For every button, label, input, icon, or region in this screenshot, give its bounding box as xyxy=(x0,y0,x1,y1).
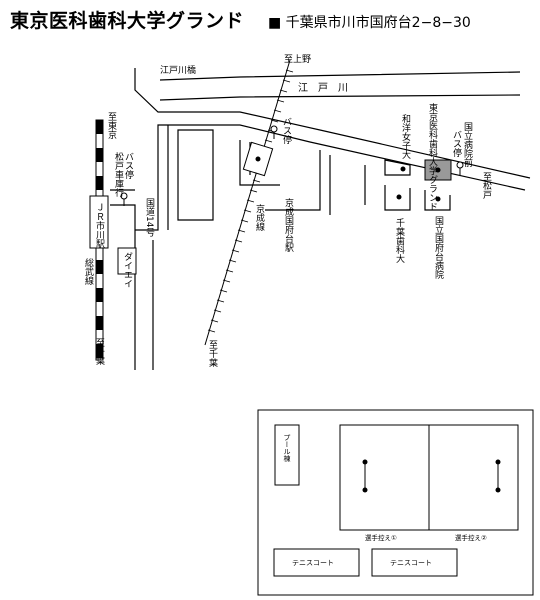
label-tennis1: テニスコート xyxy=(292,559,334,567)
plan-labels: プール棟 選手控え① 選手控え② テニスコート テニスコート xyxy=(283,434,487,567)
label-bus-stop: バス停 xyxy=(123,152,134,180)
label-to-tokyo: 至東京 xyxy=(106,112,117,140)
label-matsudo-bus: 松戸車庫行 xyxy=(113,151,124,198)
address-text: ■ 千葉県市川市国府台2−8−30 xyxy=(268,15,471,31)
label-hospital-bus: 国立病院前 xyxy=(462,122,473,168)
label-field1: 選手控え① xyxy=(365,533,397,542)
keisei-railway xyxy=(204,59,294,346)
label-route14: 国道14号 xyxy=(144,198,155,237)
label-sobu-line: 総武線 xyxy=(83,257,94,285)
label-jr-station: ＪＲ市川駅 xyxy=(94,203,105,249)
label-daiei: ダイエイ xyxy=(122,251,133,288)
label-bus-stop2: バス停 xyxy=(451,130,462,158)
label-edogawa: 江 戸 川 xyxy=(298,82,348,94)
map-markers xyxy=(120,125,464,206)
page-title: 東京医科歯科大学グランド xyxy=(10,10,245,32)
label-bus-stop-keisei: バス停 xyxy=(281,117,292,145)
facility-plan xyxy=(257,409,534,596)
roads xyxy=(110,68,531,370)
pool-building xyxy=(274,424,300,486)
label-to-matsudo: 至松戸 xyxy=(481,172,492,200)
sobu-railway xyxy=(89,119,109,361)
daiei-building xyxy=(117,247,137,275)
plan-points xyxy=(362,459,501,493)
jr-station-box xyxy=(89,195,109,249)
label-national-hospital: 国立国府台病院 xyxy=(433,216,444,280)
label-keisei-line: 京成線 xyxy=(254,203,265,231)
label-edogawa-bridge: 江戸川橋 xyxy=(160,64,196,76)
edogawa-river xyxy=(159,71,521,101)
label-tennis2: テニスコート xyxy=(390,559,432,567)
label-chiba-dental: 千葉歯科大 xyxy=(394,218,405,264)
map-labels: 至上野 江戸川橋 江 戸 川 至東京 松戸車庫行 バス停 ＪＲ市川駅 総武線 至… xyxy=(83,54,492,368)
label-konodai-station: 京成国府台駅 xyxy=(283,197,294,253)
label-to-chiba: 至千葉 xyxy=(94,338,105,366)
label-field2: 選手控え② xyxy=(455,533,487,542)
label-to-chiba2: 至千葉 xyxy=(207,340,218,368)
tennis-court-1 xyxy=(273,548,360,577)
tennis-court-2 xyxy=(371,548,458,577)
label-to-kamino: 至上野 xyxy=(284,54,311,65)
label-ground: 東京医科歯科大学グランド xyxy=(427,102,438,211)
label-wayo: 和洋女子大 xyxy=(400,114,411,160)
label-pool: プール棟 xyxy=(283,434,291,463)
